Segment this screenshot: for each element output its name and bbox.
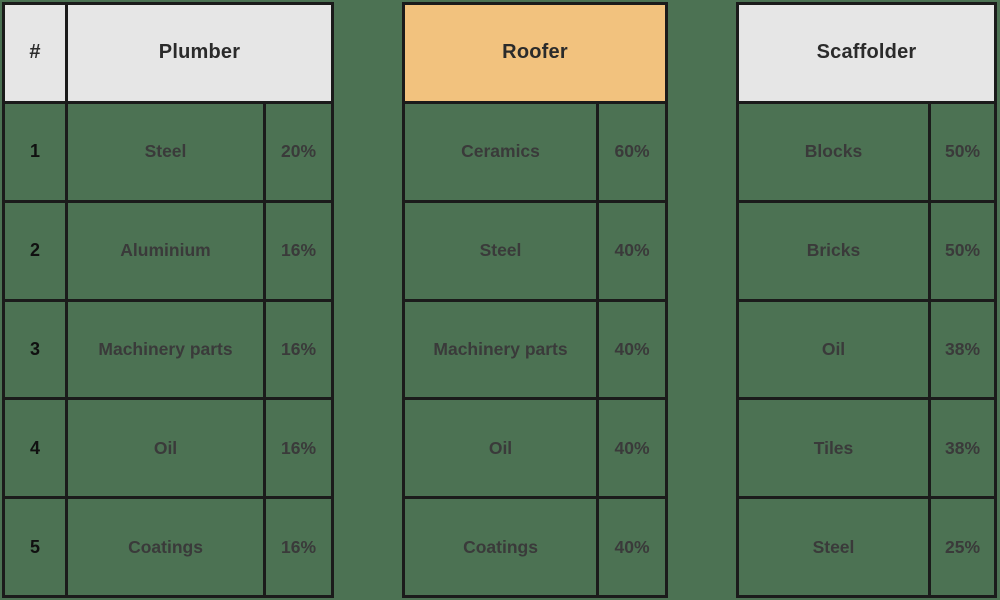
- item-cell: Steel: [68, 103, 263, 200]
- roofer-header-label: Roofer: [502, 41, 568, 64]
- pct-value: 60%: [614, 141, 650, 162]
- item-cell: Coatings: [68, 499, 263, 595]
- item-cell: Tiles: [739, 400, 928, 497]
- pct-value: 40%: [614, 240, 650, 261]
- row-index-cell: 2: [5, 202, 65, 299]
- pct-value: 50%: [944, 141, 981, 162]
- item-cell: Machinery parts: [405, 301, 596, 398]
- row-index-cell: 5: [5, 499, 65, 595]
- pct-cell: 16%: [266, 301, 331, 398]
- pct-cell: 38%: [931, 400, 994, 497]
- scaffolder-header-cell: Scaffolder: [739, 5, 994, 101]
- row-index: 4: [29, 437, 40, 458]
- pct-value: 40%: [614, 437, 650, 458]
- row-index-cell: 1: [5, 103, 65, 200]
- pct-cell: 20%: [266, 103, 331, 200]
- pct-value: 40%: [614, 536, 650, 557]
- item-cell: Aluminium: [68, 202, 263, 299]
- row-index: 3: [29, 338, 40, 359]
- pct-cell: 40%: [599, 202, 665, 299]
- pct-cell: 50%: [931, 103, 994, 200]
- row-index: 1: [29, 141, 40, 162]
- item-label: Steel: [144, 141, 187, 162]
- pct-cell: 16%: [266, 202, 331, 299]
- row-index: 5: [29, 536, 40, 557]
- pct-cell: 40%: [599, 301, 665, 398]
- row-index-cell: 4: [5, 400, 65, 497]
- item-label: Machinery parts: [98, 338, 233, 359]
- pct-value: 16%: [280, 338, 317, 359]
- item-cell: Machinery parts: [68, 301, 263, 398]
- pct-value: 50%: [944, 240, 981, 261]
- item-cell: Ceramics: [405, 103, 596, 200]
- item-label: Oil: [821, 338, 846, 359]
- scaffolder-table: Scaffolder Blocks 50% Bricks 50% Oil 38%…: [736, 2, 997, 598]
- item-label: Coatings: [128, 536, 203, 557]
- item-cell: Oil: [68, 400, 263, 497]
- pct-value: 38%: [944, 338, 981, 359]
- item-label: Tiles: [813, 437, 854, 458]
- item-label: Bricks: [806, 240, 861, 261]
- pct-cell: 40%: [599, 499, 665, 595]
- item-label: Blocks: [804, 141, 863, 162]
- pct-value: 40%: [614, 338, 650, 359]
- item-label: Ceramics: [461, 141, 540, 162]
- item-cell: Steel: [739, 499, 928, 595]
- item-cell: Steel: [405, 202, 596, 299]
- plumber-index-header-cell: #: [5, 5, 65, 101]
- item-label: Machinery parts: [433, 338, 568, 359]
- roofer-table: Roofer Ceramics 60% Steel 40% Machinery …: [402, 2, 668, 598]
- item-cell: Bricks: [739, 202, 928, 299]
- item-cell: Blocks: [739, 103, 928, 200]
- row-index: 2: [29, 240, 40, 261]
- pct-cell: 25%: [931, 499, 994, 595]
- plumber-header-cell: Plumber: [68, 5, 331, 101]
- pct-cell: 16%: [266, 499, 331, 595]
- plumber-table: # Plumber 1 Steel 20% 2 Aluminium 16% 3 …: [2, 2, 334, 598]
- plumber-header-label: Plumber: [158, 41, 241, 64]
- row-index-cell: 3: [5, 301, 65, 398]
- pct-cell: 60%: [599, 103, 665, 200]
- item-label: Oil: [153, 437, 178, 458]
- item-label: Steel: [479, 240, 522, 261]
- item-label: Coatings: [463, 536, 538, 557]
- item-cell: Oil: [405, 400, 596, 497]
- pct-cell: 50%: [931, 202, 994, 299]
- item-cell: Oil: [739, 301, 928, 398]
- pct-value: 16%: [280, 536, 317, 557]
- pct-value: 25%: [944, 536, 981, 557]
- item-label: Oil: [488, 437, 513, 458]
- scaffolder-header-label: Scaffolder: [816, 41, 917, 64]
- pct-cell: 38%: [931, 301, 994, 398]
- pct-cell: 40%: [599, 400, 665, 497]
- index-header-label: #: [29, 41, 41, 64]
- item-cell: Coatings: [405, 499, 596, 595]
- pct-cell: 16%: [266, 400, 331, 497]
- pct-value: 38%: [944, 437, 981, 458]
- pct-value: 16%: [280, 437, 317, 458]
- item-label: Aluminium: [120, 240, 211, 261]
- pct-value: 20%: [280, 141, 317, 162]
- roofer-header-cell: Roofer: [405, 5, 665, 101]
- item-label: Steel: [812, 536, 855, 557]
- pct-value: 16%: [280, 240, 317, 261]
